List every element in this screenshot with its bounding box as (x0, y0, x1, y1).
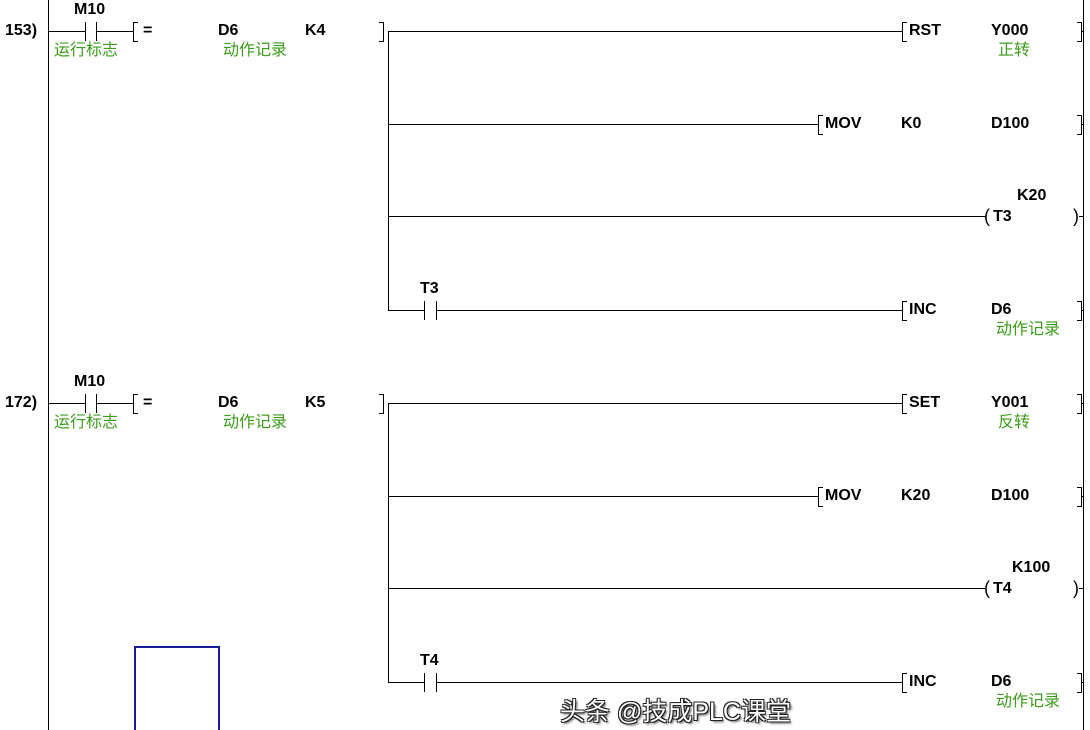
coil-device[interactable]: T4 (993, 580, 1012, 597)
wire (1082, 682, 1083, 683)
compare-source2: K5 (305, 394, 326, 411)
compare-comment: 动作记录 (223, 414, 288, 431)
bracket-close-icon (1077, 673, 1082, 693)
contact-icon[interactable] (96, 22, 97, 41)
instruction-operand: Y000 (991, 22, 1029, 39)
wire (1082, 496, 1083, 497)
contact-icon[interactable] (96, 394, 97, 413)
operand-comment: 动作记录 (996, 693, 1061, 710)
compare-operator: = (143, 22, 153, 39)
compare-source1: D6 (218, 22, 239, 39)
bracket-close-icon (1077, 394, 1082, 414)
contact-comment: 运行标志 (54, 42, 119, 59)
wire (437, 310, 902, 311)
instruction-operand: K0 (901, 115, 922, 132)
wire (388, 216, 986, 217)
contact-icon[interactable] (85, 22, 86, 41)
bracket-open-icon (133, 22, 138, 42)
instruction-operand: D100 (991, 487, 1030, 504)
watermark: 头条 @技成PLC课堂 (560, 698, 791, 726)
step-number: 153) (5, 22, 38, 39)
bracket-close-icon (1077, 487, 1082, 507)
bracket-open-icon (818, 487, 823, 507)
wire (1079, 216, 1083, 217)
coil-setting: K100 (1012, 559, 1051, 576)
instruction-operand: D100 (991, 115, 1030, 132)
bracket-close-icon (1077, 301, 1082, 321)
bracket-open-icon (902, 301, 907, 321)
contact-label: M10 (74, 373, 106, 390)
bracket-close-icon (379, 394, 384, 414)
cursor-selection[interactable] (134, 646, 220, 730)
instruction-operand: Y001 (991, 394, 1029, 411)
contact-icon[interactable] (436, 673, 437, 692)
instruction-inc[interactable]: INC (909, 301, 937, 318)
contact-label: M10 (74, 1, 106, 18)
coil-close-icon: ) (1073, 578, 1079, 598)
right-power-rail (1083, 0, 1084, 730)
branch-wire (388, 403, 389, 682)
contact-icon[interactable] (85, 394, 86, 413)
wire (1082, 310, 1083, 311)
instruction-operand: D6 (991, 301, 1012, 318)
bracket-close-icon (1077, 115, 1082, 135)
branch-wire (388, 31, 389, 310)
compare-operator: = (143, 394, 153, 411)
bracket-open-icon (818, 115, 823, 135)
bracket-open-icon (133, 394, 138, 414)
contact-icon[interactable] (424, 301, 425, 320)
wire (437, 682, 902, 683)
operand-comment: 动作记录 (996, 321, 1061, 338)
instruction-set[interactable]: SET (909, 394, 941, 411)
wire (48, 403, 85, 404)
instruction-operand: K20 (901, 487, 931, 504)
bracket-open-icon (902, 394, 907, 414)
wire (48, 31, 85, 32)
compare-comment: 动作记录 (223, 42, 288, 59)
left-power-rail (48, 0, 49, 730)
wire (1082, 403, 1083, 404)
coil-close-icon: ) (1073, 206, 1079, 226)
wire (388, 588, 986, 589)
wire (97, 31, 133, 32)
contact-icon[interactable] (436, 301, 437, 320)
instruction-inc[interactable]: INC (909, 673, 937, 690)
wire (388, 31, 902, 32)
bracket-close-icon (379, 22, 384, 42)
wire (388, 682, 424, 683)
wire (97, 403, 133, 404)
bracket-open-icon (902, 673, 907, 693)
compare-source1: D6 (218, 394, 239, 411)
contact-comment: 运行标志 (54, 414, 119, 431)
wire (1082, 124, 1083, 125)
wire (1082, 31, 1083, 32)
wire (388, 403, 902, 404)
coil-open-icon: ( (984, 206, 990, 226)
bracket-open-icon (902, 22, 907, 42)
compare-source2: K4 (305, 22, 326, 39)
instruction-operand: D6 (991, 673, 1012, 690)
wire (388, 310, 424, 311)
contact-label: T3 (420, 280, 439, 297)
wire (1079, 588, 1083, 589)
operand-comment: 反转 (998, 414, 1031, 431)
contact-icon[interactable] (424, 673, 425, 692)
contact-label: T4 (420, 652, 439, 669)
bracket-close-icon (1077, 22, 1082, 42)
step-number: 172) (5, 394, 38, 411)
instruction-mov[interactable]: MOV (825, 115, 862, 132)
instruction-rst[interactable]: RST (909, 22, 941, 39)
coil-open-icon: ( (984, 578, 990, 598)
wire (388, 124, 818, 125)
operand-comment: 正转 (998, 42, 1031, 59)
instruction-mov[interactable]: MOV (825, 487, 862, 504)
coil-setting: K20 (1017, 187, 1047, 204)
wire (388, 496, 818, 497)
coil-device[interactable]: T3 (993, 208, 1012, 225)
